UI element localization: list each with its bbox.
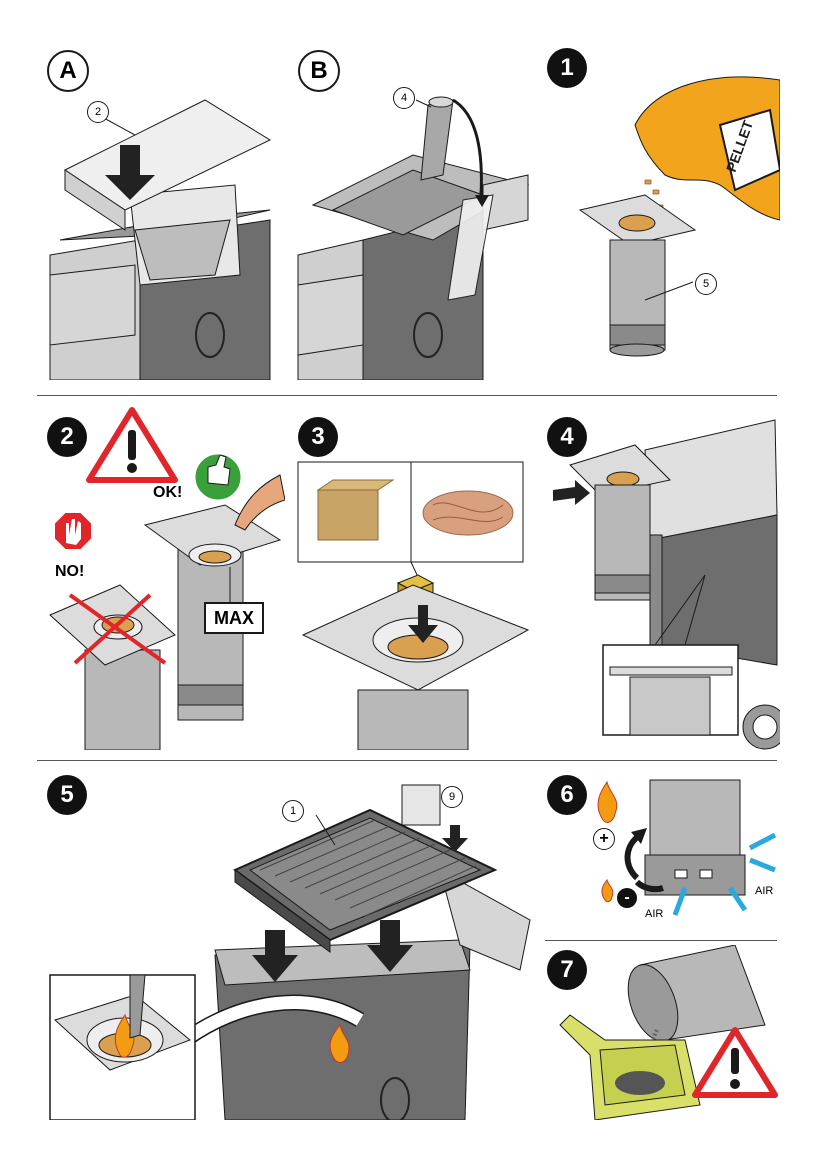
panel-step-1: PELLET 1 5 bbox=[545, 45, 780, 370]
panel-step-6: 6 + - AIR AIR bbox=[545, 770, 780, 935]
step-label-5: 5 bbox=[60, 781, 74, 808]
step-circle-3: 3 bbox=[298, 417, 338, 457]
step-label-2: 2 bbox=[60, 423, 74, 450]
divider-3 bbox=[545, 940, 777, 941]
step-circle-5: 5 bbox=[47, 775, 87, 815]
step-label-b: B bbox=[310, 57, 328, 84]
panel-a: A 2 bbox=[40, 45, 280, 380]
step-label-1: 1 bbox=[560, 54, 574, 81]
step-circle-4: 4 bbox=[547, 417, 587, 457]
step-circle-b: B bbox=[298, 50, 340, 92]
step-circle-2: 2 bbox=[47, 417, 87, 457]
no-label: NO! bbox=[55, 563, 85, 580]
callout-5: 5 bbox=[695, 273, 717, 295]
step-circle-7: 7 bbox=[547, 950, 587, 990]
callout-9: 9 bbox=[441, 786, 463, 808]
panel-b: B 4 bbox=[293, 45, 533, 380]
step-circle-6: 6 bbox=[547, 775, 587, 815]
ok-label: OK! bbox=[153, 484, 183, 501]
divider-1 bbox=[37, 395, 777, 396]
step-label-6: 6 bbox=[560, 781, 574, 808]
callout-1: 1 bbox=[282, 800, 304, 822]
max-label-box: MAX bbox=[204, 602, 264, 634]
minus-icon: - bbox=[617, 888, 637, 908]
max-label: MAX bbox=[214, 607, 254, 628]
plus-icon: + bbox=[593, 828, 615, 850]
panel-step-4: 4 bbox=[545, 405, 780, 750]
step-circle-1: 1 bbox=[547, 48, 587, 88]
air-label-2: AIR bbox=[645, 908, 664, 920]
panel-step-2: 2 OK! NO! MAX bbox=[40, 405, 285, 750]
divider-2 bbox=[37, 760, 777, 761]
callout-4: 4 bbox=[393, 87, 415, 109]
step-label-3: 3 bbox=[311, 423, 325, 450]
step-label-7: 7 bbox=[560, 956, 574, 983]
step-label-a: A bbox=[59, 57, 77, 84]
panel-step-7: 7 bbox=[545, 945, 780, 1120]
panel-step-5: 5 1 9 bbox=[40, 770, 535, 1120]
callout-2: 2 bbox=[87, 101, 109, 123]
air-label-1: AIR bbox=[755, 885, 774, 897]
panel-step-3: 3 bbox=[293, 405, 533, 750]
step-circle-a: A bbox=[47, 50, 89, 92]
step-label-4: 4 bbox=[560, 423, 574, 450]
